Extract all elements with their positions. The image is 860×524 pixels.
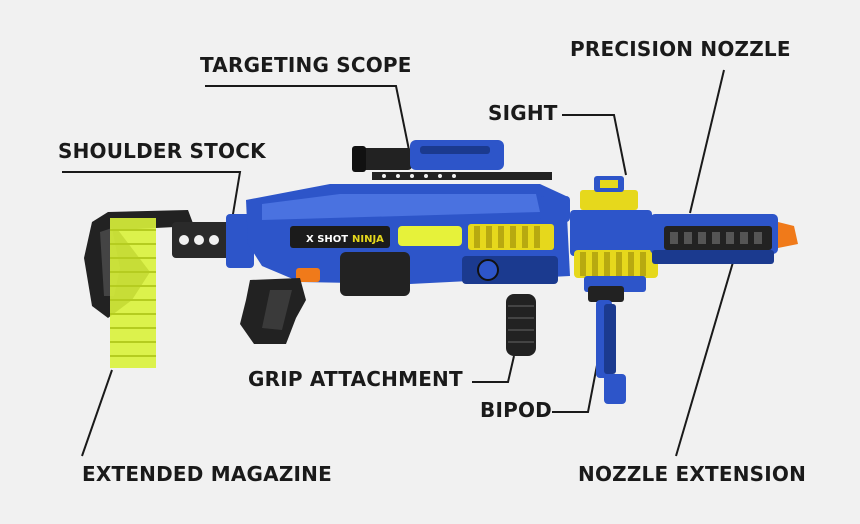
label-grip-attachment: GRIP ATTACHMENT <box>248 367 463 391</box>
leader-extended-magazine <box>81 369 113 457</box>
label-targeting-scope: TARGETING SCOPE <box>200 53 412 77</box>
logo-ninja: NINJA <box>352 234 384 245</box>
label-sight: SIGHT <box>488 101 558 125</box>
label-precision-nozzle: PRECISION NOZZLE <box>570 37 791 61</box>
leader-bipod <box>552 359 599 413</box>
grip-attachment <box>506 294 536 356</box>
leader-nozzle-extension <box>675 251 737 457</box>
barrel-section <box>540 196 658 292</box>
leader-shoulder-stock <box>62 171 242 221</box>
label-shoulder-stock: SHOULDER STOCK <box>58 139 266 163</box>
nozzle-assembly <box>650 214 798 264</box>
leader-sight <box>562 114 627 176</box>
leader-lines <box>62 69 737 457</box>
leader-precision-nozzle <box>689 69 725 214</box>
pistol-grip <box>240 278 306 344</box>
shoulder-stock <box>84 210 254 318</box>
bipod <box>588 286 626 404</box>
label-bipod: BIPOD <box>480 398 552 422</box>
extended-magazine <box>110 218 156 368</box>
label-extended-magazine: EXTENDED MAGAZINE <box>82 462 332 486</box>
blaster-body: X SHOT NINJA <box>246 184 570 296</box>
leader-grip-attachment <box>472 355 515 383</box>
targeting-scope <box>352 140 552 180</box>
label-nozzle-extension: NOZZLE EXTENSION <box>578 462 807 486</box>
sight <box>580 176 638 210</box>
logo-xshot: X SHOT <box>306 234 348 245</box>
leader-targeting-scope <box>205 85 410 151</box>
